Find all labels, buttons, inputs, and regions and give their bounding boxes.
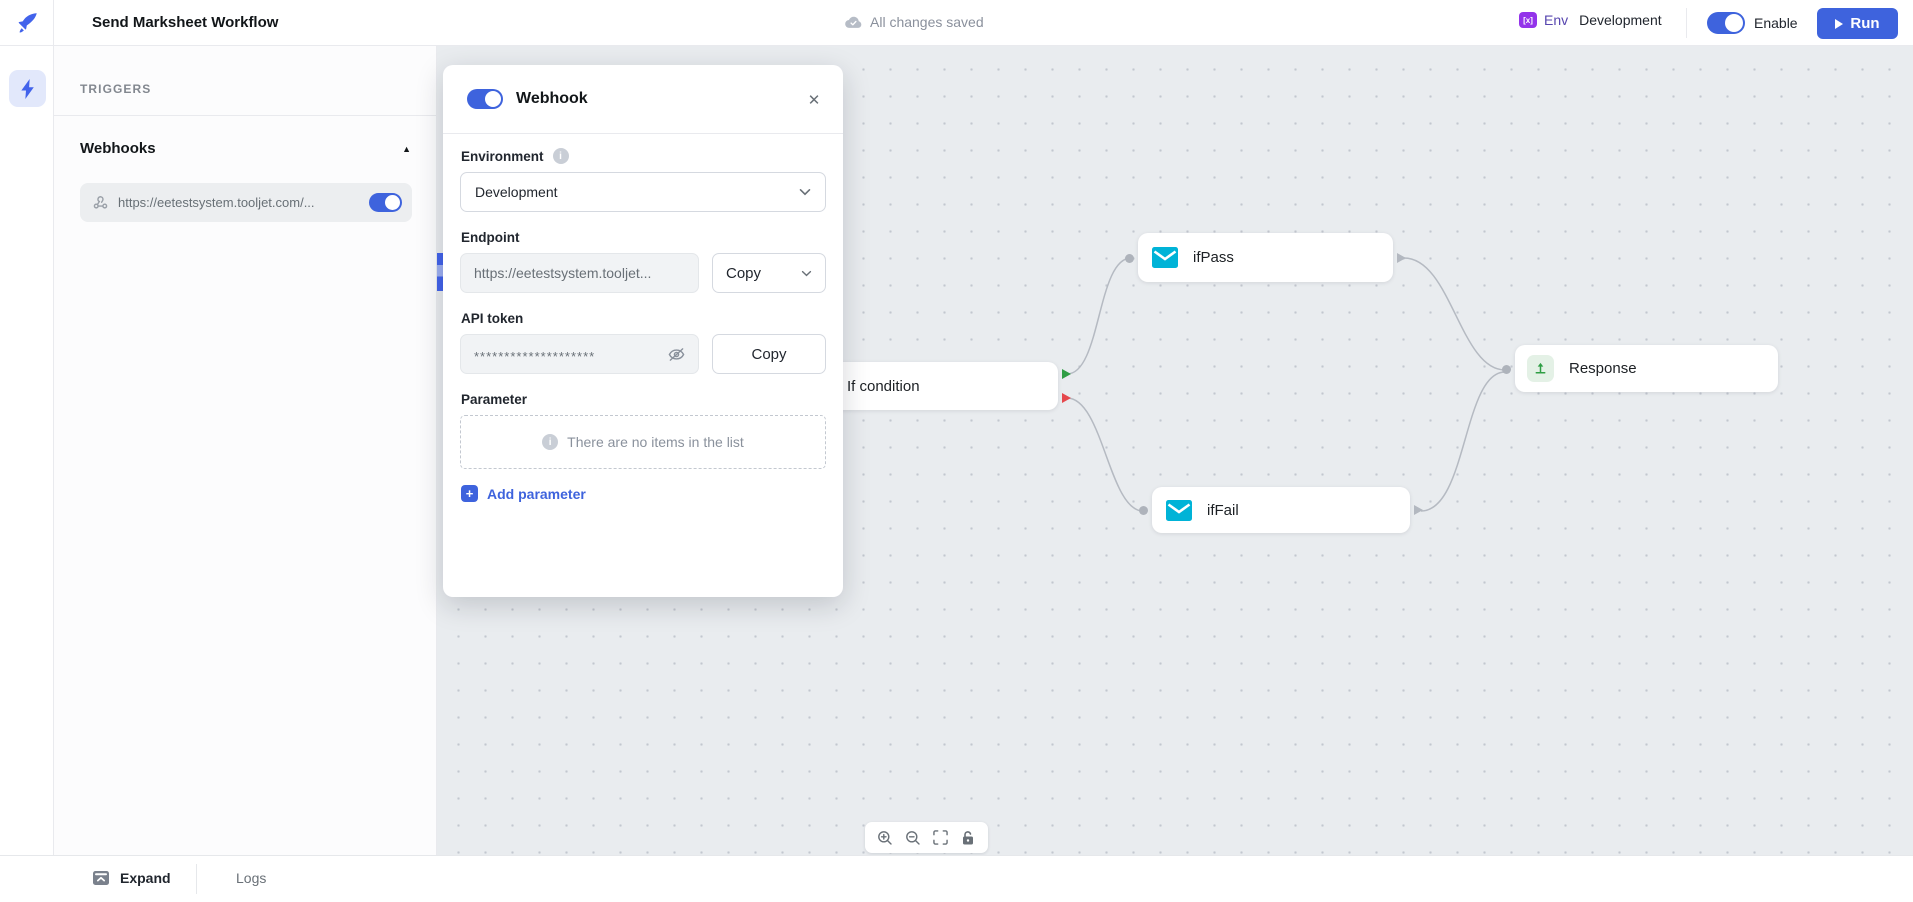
api-token-input[interactable]: ******************** xyxy=(460,334,699,374)
input-handle[interactable] xyxy=(1125,253,1134,263)
enable-group: Enable xyxy=(1707,12,1798,34)
icon-rail xyxy=(0,46,54,855)
email-icon xyxy=(1152,247,1178,268)
triggers-header: TRIGGERS xyxy=(80,82,152,96)
add-parameter-button[interactable]: + Add parameter xyxy=(461,485,586,502)
zoom-in-button[interactable] xyxy=(873,826,897,850)
app-logo[interactable] xyxy=(0,0,54,46)
node-ifpass[interactable]: ifPass xyxy=(1125,233,1406,282)
api-token-copy-button[interactable]: Copy xyxy=(712,334,826,374)
panel-divider xyxy=(54,115,437,116)
expand-label: Expand xyxy=(120,870,171,886)
node-response[interactable]: Response xyxy=(1502,345,1778,392)
node-if-condition[interactable]: If condition xyxy=(838,362,1071,410)
environment-indicator[interactable]: [x] Env Development xyxy=(1519,12,1662,28)
webhook-url: https://eetestsystem.tooljet.com/... xyxy=(118,195,315,210)
node-label: ifFail xyxy=(1207,501,1239,519)
expand-panel-icon xyxy=(93,871,109,885)
node-label: Response xyxy=(1569,360,1637,377)
chevron-down-icon xyxy=(801,270,812,276)
plus-icon: + xyxy=(461,485,478,502)
webhook-icon xyxy=(93,196,108,209)
node-iffail[interactable]: ifFail xyxy=(1139,487,1423,533)
page-title: Send Marksheet Workflow xyxy=(92,14,279,31)
save-status-label: All changes saved xyxy=(870,14,984,30)
webhook-config-modal: Webhook ✕ Environment i Development Endp… xyxy=(443,65,843,597)
save-status: All changes saved xyxy=(845,14,984,30)
enable-label: Enable xyxy=(1754,15,1798,31)
add-parameter-label: Add parameter xyxy=(487,485,586,502)
node-label: ifPass xyxy=(1193,249,1234,266)
zoom-out-icon xyxy=(905,830,920,845)
enable-toggle[interactable] xyxy=(1707,12,1745,34)
condition-false-handle[interactable] xyxy=(1062,393,1071,403)
modal-body: Environment i Development Endpoint https… xyxy=(443,134,843,503)
environment-field-label: Environment xyxy=(461,148,544,164)
fit-view-icon xyxy=(933,830,948,845)
bottombar-divider xyxy=(196,864,197,894)
toggle-knob xyxy=(385,195,400,210)
toggle-visibility-button[interactable] xyxy=(668,347,685,362)
collapse-icon[interactable]: ▲ xyxy=(402,143,411,154)
toggle-knob xyxy=(1725,14,1743,32)
webhooks-section-title: Webhooks xyxy=(80,140,156,157)
zoom-out-button[interactable] xyxy=(901,826,925,850)
webhook-item-toggle[interactable] xyxy=(369,193,402,212)
close-icon[interactable]: ✕ xyxy=(803,89,825,111)
logs-button[interactable]: Logs xyxy=(236,870,267,886)
modal-header: Webhook ✕ xyxy=(443,65,843,134)
lock-button[interactable] xyxy=(956,826,980,850)
info-icon: i xyxy=(542,434,559,450)
toggle-knob xyxy=(485,91,501,107)
environment-select-value: Development xyxy=(475,184,558,200)
parameter-field-label: Parameter xyxy=(461,392,528,407)
email-icon xyxy=(1166,499,1192,521)
env-variable-icon: [x] xyxy=(1519,12,1537,28)
eye-off-icon xyxy=(668,347,685,361)
copy-dropdown-label: Copy xyxy=(726,264,762,282)
rocket-icon xyxy=(18,13,37,33)
expand-button[interactable]: Expand xyxy=(92,869,171,887)
cloud-check-icon xyxy=(845,16,862,28)
response-flag-icon xyxy=(1527,355,1554,382)
endpoint-value: https://eetestsystem.tooljet... xyxy=(474,265,652,281)
api-token-field-label: API token xyxy=(461,311,524,326)
run-button[interactable]: Run xyxy=(1817,8,1898,39)
condition-true-handle[interactable] xyxy=(1062,369,1071,379)
topbar-divider xyxy=(1686,8,1687,38)
run-button-label: Run xyxy=(1850,15,1880,32)
output-handle[interactable] xyxy=(1397,252,1406,263)
empty-list-text: There are no items in the list xyxy=(567,434,744,450)
info-icon[interactable]: i xyxy=(552,148,569,164)
endpoint-field-label: Endpoint xyxy=(461,230,520,245)
triggers-panel: TRIGGERS Webhooks ▲ https://eetestsystem… xyxy=(54,46,437,855)
lock-icon xyxy=(963,830,974,844)
endpoint-copy-dropdown[interactable]: Copy xyxy=(712,253,826,293)
output-handle[interactable] xyxy=(1414,505,1423,515)
input-handle[interactable] xyxy=(1502,364,1511,374)
hidden-trigger-node-fragment xyxy=(437,253,443,291)
play-icon xyxy=(1835,18,1844,29)
endpoint-input[interactable]: https://eetestsystem.tooljet... xyxy=(460,253,699,293)
webhook-enable-toggle[interactable] xyxy=(467,89,503,109)
canvas-controls xyxy=(865,822,988,853)
rail-item-triggers[interactable] xyxy=(9,70,46,107)
env-label: Env xyxy=(1544,12,1569,28)
env-value: Development xyxy=(1579,12,1662,28)
parameter-empty-list: i There are no items in the list xyxy=(460,415,826,469)
bottombar: Expand Logs xyxy=(0,855,1913,902)
input-handle[interactable] xyxy=(1139,506,1148,515)
api-token-masked-value: ******************** xyxy=(474,348,596,364)
modal-title: Webhook xyxy=(516,90,588,107)
webhooks-section-header[interactable]: Webhooks ▲ xyxy=(80,140,411,157)
node-label: If condition xyxy=(847,377,920,395)
zoom-in-icon xyxy=(877,830,892,845)
lightning-bolt-icon xyxy=(20,78,34,99)
topbar: Send Marksheet Workflow All changes save… xyxy=(0,0,1913,46)
chevron-down-icon xyxy=(799,189,811,196)
environment-select[interactable]: Development xyxy=(460,172,826,212)
fit-view-button[interactable] xyxy=(928,826,952,850)
webhook-list-item[interactable]: https://eetestsystem.tooljet.com/... xyxy=(80,183,412,222)
